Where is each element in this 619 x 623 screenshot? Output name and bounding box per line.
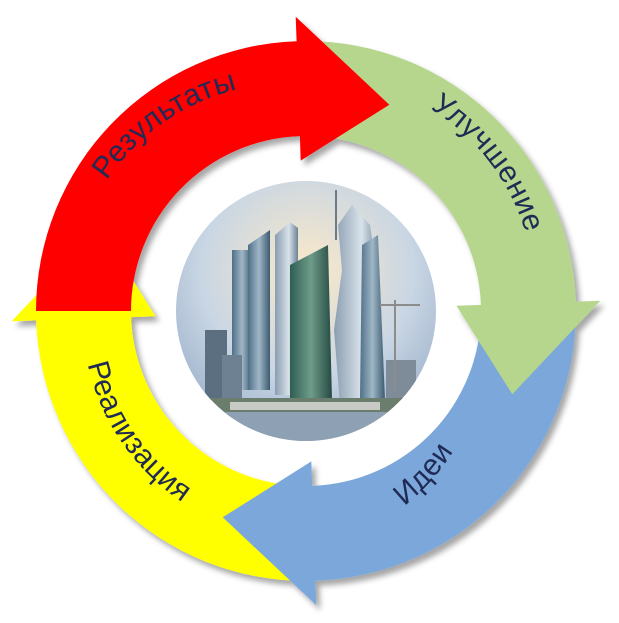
skyline-image [175, 180, 437, 442]
cycle-ring [11, 16, 601, 606]
arrow-segment-ideas [222, 311, 576, 606]
arrow-segment-realization [11, 227, 306, 581]
arrow-segment-results [36, 16, 390, 311]
arrow-segment-improvement [306, 41, 601, 395]
